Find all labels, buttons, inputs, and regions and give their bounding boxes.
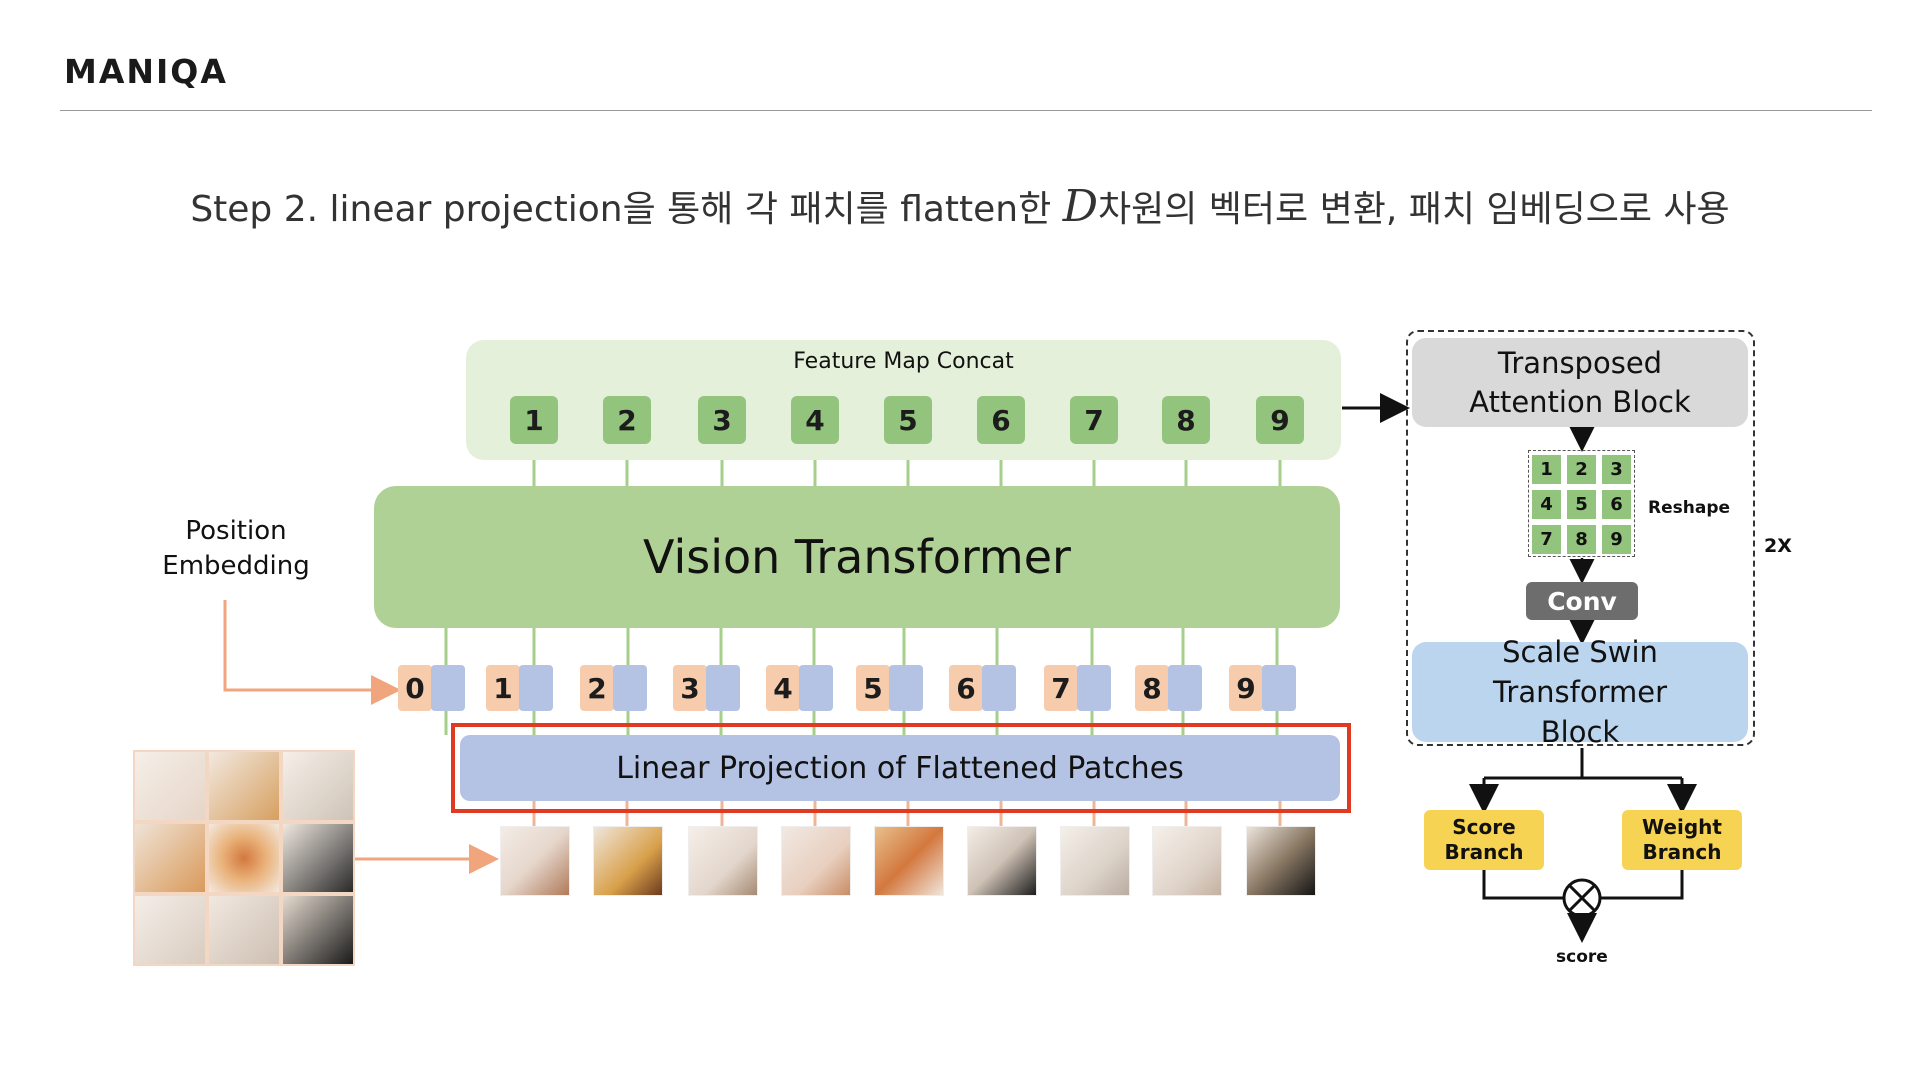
position-token: 6 — [949, 665, 983, 711]
feature-token: 7 — [1070, 396, 1118, 444]
reshape-cell: 4 — [1532, 490, 1561, 519]
image-patch — [781, 826, 851, 896]
highlight-box — [451, 723, 1351, 813]
reshape-cell: 7 — [1532, 525, 1561, 554]
patch-embedding-token — [1262, 665, 1296, 711]
position-token: 4 — [766, 665, 800, 711]
feature-token: 3 — [698, 396, 746, 444]
image-tile — [207, 750, 281, 822]
reshape-cell: 2 — [1567, 455, 1596, 484]
vision-transformer-label: Vision Transformer — [643, 530, 1071, 584]
patch-embedding-token — [799, 665, 833, 711]
split-connector — [1482, 748, 1684, 807]
patch-connectors — [532, 801, 1282, 826]
image-patch — [874, 826, 944, 896]
linear-projection-label: Linear Projection of Flattened Patches — [616, 750, 1184, 786]
multiply-icon — [1568, 884, 1596, 912]
image-tile — [207, 894, 281, 966]
patch-embedding-token — [431, 665, 465, 711]
conv-label: Conv — [1547, 586, 1617, 616]
subtitle-text-before: Step 2. linear projection을 통해 각 패치를 flat… — [190, 189, 1063, 230]
position-token: 2 — [580, 665, 614, 711]
image-patch — [1060, 826, 1130, 896]
subtitle-text-after: 차원의 벡터로 변환, 패치 임베딩으로 사용 — [1097, 189, 1730, 230]
reshape-label: Reshape — [1648, 498, 1731, 518]
image-patch — [500, 826, 570, 896]
patch-embedding-token — [1077, 665, 1111, 711]
feature-token: 9 — [1256, 396, 1304, 444]
position-token: 1 — [486, 665, 520, 711]
reshape-cell: 1 — [1532, 455, 1561, 484]
image-tile — [207, 822, 281, 894]
conv-block: Conv — [1526, 582, 1638, 620]
weight-branch: Weight Branch — [1622, 810, 1742, 870]
feature-map-label: Feature Map Concat — [793, 349, 1014, 374]
position-token: 7 — [1044, 665, 1078, 711]
image-patch — [1246, 826, 1316, 896]
position-token: 5 — [856, 665, 890, 711]
image-tile — [281, 822, 355, 894]
reshape-cell: 5 — [1567, 490, 1596, 519]
feature-token: 1 — [510, 396, 558, 444]
score-branch-label: Score Branch — [1444, 815, 1524, 864]
image-patch — [688, 826, 758, 896]
image-patch — [967, 826, 1037, 896]
position-token: 9 — [1229, 665, 1263, 711]
feature-token: 5 — [884, 396, 932, 444]
scale-swin-label: Scale Swin Transformer Block — [1492, 635, 1667, 749]
image-tile — [133, 894, 207, 966]
reshape-cell: 9 — [1602, 525, 1631, 554]
vision-transformer-block: Vision Transformer — [374, 486, 1340, 628]
position-embedding-label: Position Embedding — [162, 516, 310, 581]
score-branch: Score Branch — [1424, 810, 1544, 870]
repeat-label: 2X — [1764, 535, 1792, 557]
position-embedding-arrow — [223, 600, 401, 705]
input-image — [133, 750, 355, 966]
subtitle-variable: D — [1062, 181, 1098, 232]
merge-connector — [1482, 870, 1684, 900]
image-tile — [133, 822, 207, 894]
reshape-cell: 3 — [1602, 455, 1631, 484]
transposed-attention-label: Transposed Attention Block — [1469, 345, 1691, 419]
feature-token: 2 — [603, 396, 651, 444]
patch-embedding-token — [613, 665, 647, 711]
position-token: 0 — [398, 665, 432, 711]
patch-embedding-token — [982, 665, 1016, 711]
score-output-label: score — [1556, 947, 1608, 967]
patch-embedding-token — [889, 665, 923, 711]
image-tile — [281, 750, 355, 822]
position-token: 8 — [1135, 665, 1169, 711]
image-patch — [1152, 826, 1222, 896]
image-tile — [133, 750, 207, 822]
reshape-cell: 8 — [1567, 525, 1596, 554]
repeated-module-frame — [1406, 330, 1755, 746]
image-patch — [593, 826, 663, 896]
patch-embedding-token — [706, 665, 740, 711]
patch-embedding-token — [1168, 665, 1202, 711]
image-tile — [281, 894, 355, 966]
slide-subtitle: Step 2. linear projection을 통해 각 패치를 flat… — [0, 180, 1920, 232]
feature-token: 6 — [977, 396, 1025, 444]
feature-token: 4 — [791, 396, 839, 444]
page-title: MANIQA — [64, 52, 228, 91]
reshape-grid — [1528, 450, 1635, 557]
weight-branch-label: Weight Branch — [1642, 815, 1722, 864]
linear-projection-block: Linear Projection of Flattened Patches — [460, 735, 1340, 801]
transposed-attention-block: Transposed Attention Block — [1412, 338, 1748, 427]
scale-swin-block: Scale Swin Transformer Block — [1412, 635, 1748, 749]
reshape-cell: 6 — [1602, 490, 1631, 519]
position-token: 3 — [673, 665, 707, 711]
feature-token: 8 — [1162, 396, 1210, 444]
header-divider — [60, 110, 1872, 111]
patch-embedding-token — [519, 665, 553, 711]
